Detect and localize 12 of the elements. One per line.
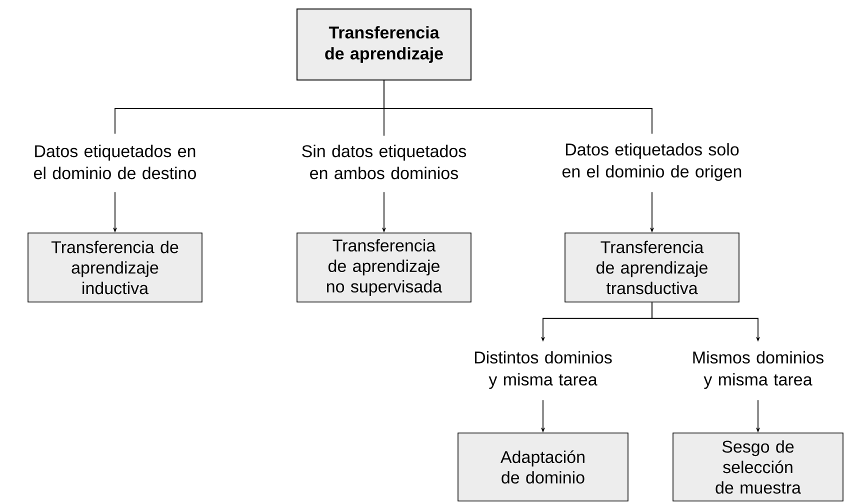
- branch-label: Datos etiquetados en el dominio de destino: [34, 144, 196, 180]
- branch-label: Datos etiquetados solo en el dominio de origen: [562, 143, 742, 181]
- root-box: Transferencia de aprendizaje: [296, 8, 472, 80]
- category-box: Transferencia de aprendizaje transductiva: [564, 232, 740, 302]
- category-box: Sesgo de selección de muestra: [672, 432, 844, 502]
- category-box: Adaptación de dominio: [458, 432, 628, 502]
- category-box: Transferencia de aprendizaje inductiva: [28, 232, 202, 302]
- branch-label: Sin datos etiquetados en ambos dominios: [302, 144, 466, 180]
- connector: [384, 80, 652, 134]
- branch-label: Mismos dominios y misma tarea: [693, 351, 824, 389]
- branch-label: Distintos dominios y misma tarea: [474, 351, 612, 389]
- category-box: Transferencia de aprendizaje no supervisada: [296, 232, 472, 302]
